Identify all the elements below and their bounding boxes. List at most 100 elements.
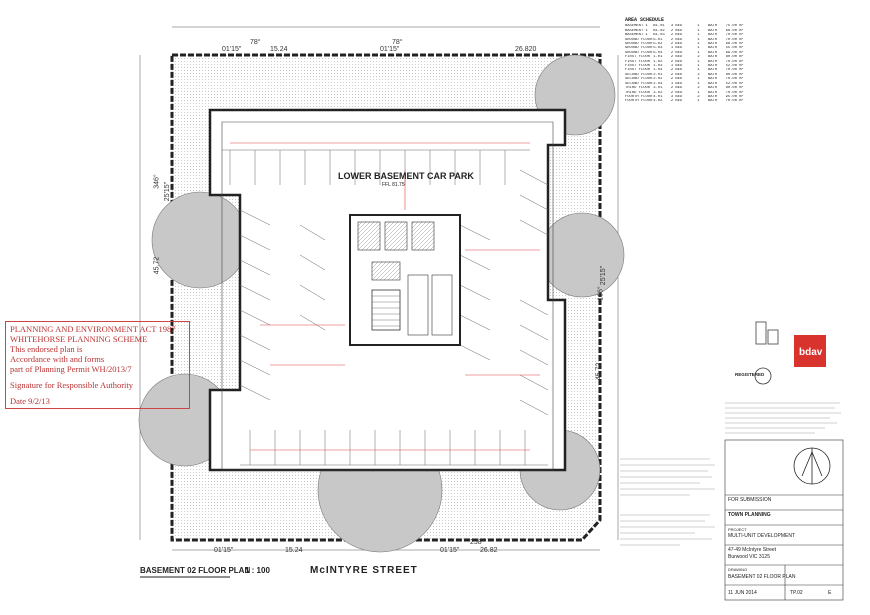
schedule-cell: 1: [697, 68, 700, 73]
parking-bays-bottom: [240, 430, 548, 466]
stamp-line-1: PLANNING AND ENVIRONMENT ACT 1987: [10, 324, 176, 334]
schedule-cell: 1.01: [653, 55, 663, 60]
schedule-cell: 2 BED: [670, 55, 683, 60]
dim-left-length: 45.72: [153, 256, 161, 275]
schedule-cell: 70.00 m²: [725, 68, 744, 73]
schedule-cell: BATH: [707, 81, 718, 86]
dim-bottom-bearing: 258°: [470, 539, 485, 546]
schedule-cell: 1: [697, 46, 700, 51]
dim-top-minutes-right: 01'15": [380, 46, 400, 53]
dim-bottom-length-left: 15.24: [285, 547, 303, 554]
schedule-cell: BATH: [707, 28, 718, 33]
dim-top-length-left: 15.24: [270, 46, 288, 53]
dim-top-length-right: 26.820: [515, 46, 537, 53]
schedule-cell: G.01: [653, 37, 663, 42]
schedule-cell: 3 BED: [670, 24, 683, 29]
schedule-cell: B1.01: [653, 24, 665, 29]
project-caption: PROJECT: [728, 527, 747, 532]
project-address: 47-49 McIntyre Street: [728, 547, 777, 553]
schedule-cell: G.02: [653, 42, 663, 47]
schedule-cell: 55.00 m²: [725, 46, 744, 51]
schedule-cell: 52.00 m²: [725, 81, 744, 86]
schedule-cell: THIRD FLOOR: [625, 90, 651, 95]
drawing-name: BASEMENT 02 FLOOR PLAN: [728, 574, 796, 580]
schedule-cell: BATH: [707, 55, 718, 60]
schedule-cell: BATH: [707, 24, 718, 29]
schedule-cell: FOURTH FLOOR: [625, 94, 653, 99]
notes-block: [620, 458, 715, 546]
schedule-cell: 68.00 m²: [725, 28, 744, 33]
architect-logo: [755, 321, 779, 345]
project-suburb: Burwood VIC 3125: [728, 554, 770, 560]
schedule-cell: 2.01: [653, 72, 663, 77]
north-arrow: [793, 447, 831, 485]
stamp-line-6: Signature for Responsible Authority: [10, 380, 134, 390]
schedule-cell: 75.00 m²: [725, 24, 744, 29]
schedule-cell: 1 BED: [670, 64, 683, 69]
schedule-cell: 68.00 m²: [725, 42, 744, 47]
schedule-cell: SECOND FLOOR: [625, 72, 653, 77]
schedule-cell: 2 BED: [670, 50, 683, 55]
schedule-cell: SECOND FLOOR: [625, 77, 653, 82]
schedule-cell: 3.02: [653, 90, 663, 95]
schedule-cell: FIRST FLOOR: [625, 59, 651, 64]
schedule-cell: BATH: [707, 77, 718, 82]
schedule-cell: 1: [697, 81, 700, 86]
schedule-cell: SECOND FLOOR: [625, 81, 653, 86]
schedule-cell: FOURTH FLOOR: [625, 99, 653, 104]
schedule-cell: FIRST FLOOR: [625, 68, 651, 73]
schedule-cell: 2 BED: [670, 28, 683, 33]
schedule-cell: 95.00 m²: [725, 94, 744, 99]
dim-bottom-minutes-right: 01'15": [440, 547, 460, 554]
dim-top-minutes-left: 01'15": [222, 46, 242, 53]
schedule-cell: BATH: [707, 68, 718, 73]
schedule-cell: 1 BED: [670, 46, 683, 51]
schedule-cell: BATH: [707, 46, 718, 51]
disclaimer-block: [725, 402, 841, 434]
schedule-cell: BATH: [707, 86, 718, 91]
schedule-cell: 80.00 m²: [725, 86, 744, 91]
schedule-cell: BATH: [707, 59, 718, 64]
schedule-cell: 1 BED: [670, 81, 683, 86]
registered-label: REGISTERED: [735, 372, 765, 377]
schedule-cell: 3 BED: [670, 94, 683, 99]
schedule-cell: 4.02: [653, 99, 663, 104]
schedule-cell: G.03: [653, 46, 663, 51]
schedule-cell: 1: [697, 24, 700, 29]
dim-left-minutes: 25'15": [164, 181, 172, 202]
schedule-cell: B1.03: [653, 33, 665, 38]
schedule-cell: 80.00 m²: [725, 55, 744, 60]
schedule-cell: 1.02: [653, 59, 663, 64]
schedule-cell: 2 BED: [670, 72, 683, 77]
parking-bays-angled: [239, 169, 549, 416]
status-label: FOR SUBMISSION: [728, 497, 772, 503]
schedule-cell: 2: [697, 72, 700, 77]
schedule-cell: 1: [697, 59, 700, 64]
schedule-cell: 4.01: [653, 94, 663, 99]
schedule-cell: 1: [697, 90, 700, 95]
schedule-cell: 2: [697, 86, 700, 91]
schedule-cell: BATH: [707, 42, 718, 47]
schedule-cell: BATH: [707, 64, 718, 69]
stamp-line-7: Date 9/2/13: [10, 396, 50, 406]
plan-ffl: FFL 81.75: [382, 182, 405, 188]
schedule-cell: BASEMENT 1: [625, 24, 648, 29]
schedule-cell: 70.00 m²: [725, 99, 744, 104]
schedule-cell: 70.00 m²: [725, 37, 744, 42]
schedule-cell: 3.01: [653, 86, 663, 91]
schedule-cell: 1.03: [653, 64, 663, 69]
schedule-cell: 2 BED: [670, 86, 683, 91]
schedule-cell: BASEMENT 1: [625, 28, 648, 33]
